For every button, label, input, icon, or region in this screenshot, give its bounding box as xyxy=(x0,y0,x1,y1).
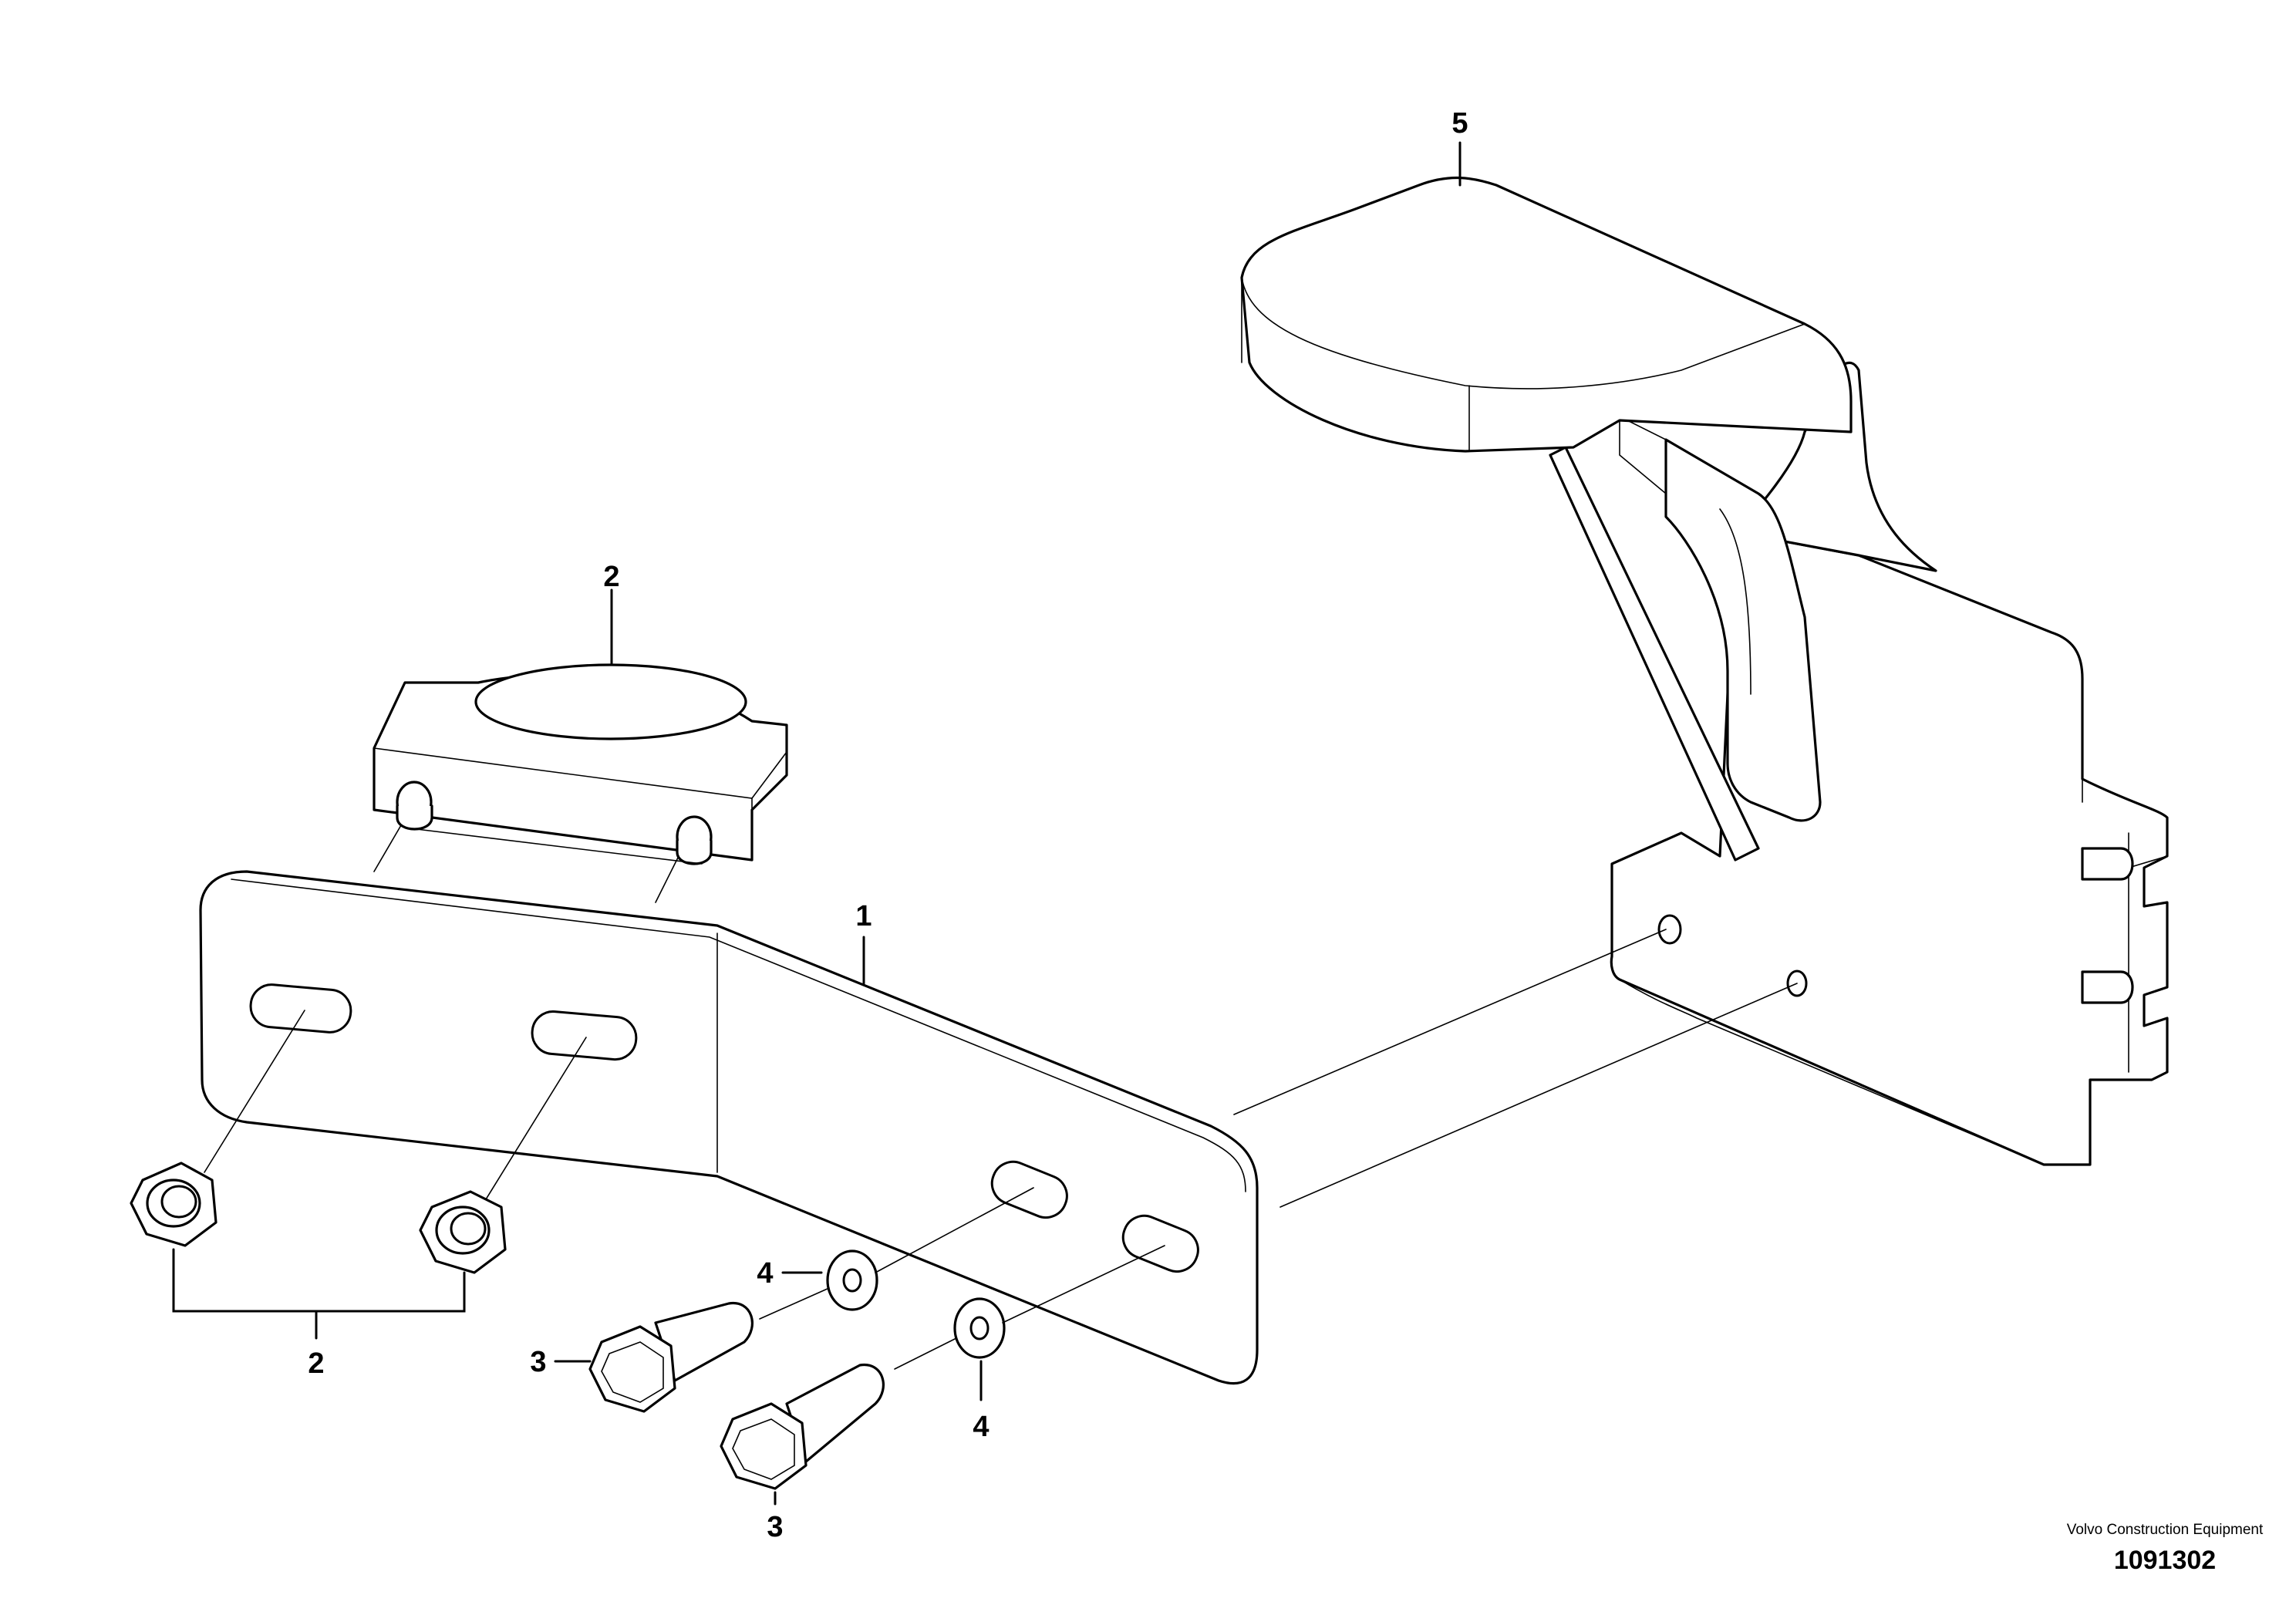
company-name: Volvo Construction Equipment xyxy=(2066,1522,2264,1538)
bracket-slot-1 xyxy=(249,983,352,1034)
holder-hole-upper xyxy=(1657,914,1682,945)
holder-part-5 xyxy=(1240,176,2169,1166)
callout-2-nuts: 2 xyxy=(308,1347,324,1380)
drawing-number: 1091302 xyxy=(2113,1546,2217,1575)
callout-leaders xyxy=(172,141,1462,1506)
u-clamp-opening xyxy=(474,663,747,740)
bracket-slot-2 xyxy=(531,1010,638,1061)
bolt-upper xyxy=(588,1302,754,1413)
callout-3-lower: 3 xyxy=(767,1511,783,1543)
drawing-stamp: Volvo Construction Equipment 1091302 xyxy=(2065,1521,2265,1576)
callout-labels: 5 2 1 2 4 4 3 3 xyxy=(308,107,1468,1543)
bolt-lower xyxy=(720,1364,885,1490)
callout-2-clamp: 2 xyxy=(603,561,619,593)
callout-4-lower: 4 xyxy=(973,1411,989,1443)
nut-right xyxy=(419,1190,507,1274)
bracket-part-1 xyxy=(199,870,1259,1385)
callout-1: 1 xyxy=(855,900,872,932)
callout-5: 5 xyxy=(1451,107,1468,140)
callout-3-upper: 3 xyxy=(530,1346,546,1378)
washer-upper xyxy=(826,1249,878,1311)
callout-4-upper: 4 xyxy=(757,1257,773,1290)
bracket-slot-4 xyxy=(1121,1214,1199,1273)
washer-lower xyxy=(953,1297,1006,1359)
nut-left xyxy=(130,1162,217,1247)
u-clamp-part-2 xyxy=(373,663,788,865)
assembly-lines xyxy=(204,824,1798,1370)
